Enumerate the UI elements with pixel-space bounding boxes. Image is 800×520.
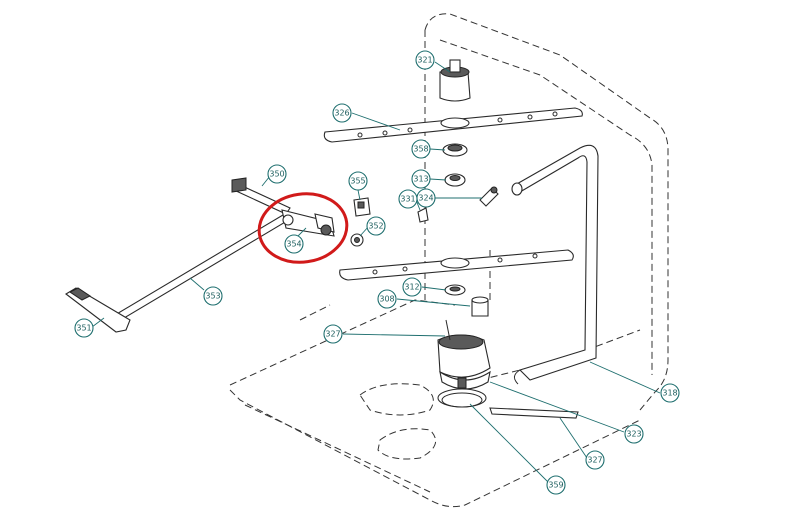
top-nozzle-321 xyxy=(439,59,471,102)
callout-label: 359 xyxy=(548,481,563,490)
callout-label: 358 xyxy=(413,145,428,154)
callout-label: 327 xyxy=(587,456,602,465)
callout-label: 331 xyxy=(400,195,415,204)
callout-351: 351 xyxy=(74,318,94,338)
cap-352 xyxy=(350,233,364,247)
callout-label: 353 xyxy=(205,292,220,301)
callout-318: 318 xyxy=(660,383,680,403)
bearing-313 xyxy=(444,173,466,187)
callout-label: 324 xyxy=(418,194,433,203)
gasket-strip-327 xyxy=(489,407,579,419)
valve-355 xyxy=(353,197,371,217)
highlight-circle xyxy=(257,192,349,264)
filter-ring-359 xyxy=(437,388,487,408)
nut-358 xyxy=(442,143,468,157)
spray-arm-351 xyxy=(65,287,131,333)
callout-label: 313 xyxy=(413,175,428,184)
callout-324: 324 xyxy=(416,188,436,208)
callout-label: 323 xyxy=(626,430,641,439)
upper-spray-arm-326 xyxy=(323,107,583,143)
lower-spray-arm xyxy=(339,249,574,281)
callout-label: 312 xyxy=(404,283,419,292)
callout-354: 354 xyxy=(284,234,304,254)
connector-324 xyxy=(479,186,499,207)
callout-label: 321 xyxy=(417,56,432,65)
manifold-354 xyxy=(281,209,335,237)
callout-327-lower: 327 xyxy=(585,450,605,470)
callout-label: 351 xyxy=(76,324,91,333)
leader-lines xyxy=(91,61,661,483)
tub-outline xyxy=(229,13,669,508)
callout-label: 326 xyxy=(334,109,349,118)
callout-label: 352 xyxy=(368,222,383,231)
callout-359: 359 xyxy=(546,475,566,495)
callout-358: 358 xyxy=(411,139,431,159)
tube-350 xyxy=(231,177,291,215)
callout-label: 350 xyxy=(269,170,284,179)
clip-331 xyxy=(417,207,429,223)
callout-321: 321 xyxy=(415,50,435,70)
callout-308: 308 xyxy=(377,289,397,309)
callout-355: 355 xyxy=(348,171,368,191)
callout-label: 327 xyxy=(325,330,340,339)
callout-326: 326 xyxy=(332,103,352,123)
supply-tube-318 xyxy=(511,144,599,385)
callout-313: 313 xyxy=(411,169,431,189)
callout-312: 312 xyxy=(402,277,422,297)
nut-312 xyxy=(444,284,466,296)
callout-350: 350 xyxy=(267,164,287,184)
callout-label: 355 xyxy=(350,177,365,186)
callout-label: 308 xyxy=(379,295,394,304)
callout-331: 331 xyxy=(398,189,418,209)
callout-353: 353 xyxy=(203,286,223,306)
callout-label: 354 xyxy=(286,240,301,249)
seal-308 xyxy=(471,296,489,317)
spray-tube-353 xyxy=(109,211,293,325)
callout-352: 352 xyxy=(366,216,386,236)
sump-assembly xyxy=(437,319,491,390)
callout-327-upper: 327 xyxy=(323,324,343,344)
callout-label: 318 xyxy=(662,389,677,398)
callout-323: 323 xyxy=(624,424,644,444)
